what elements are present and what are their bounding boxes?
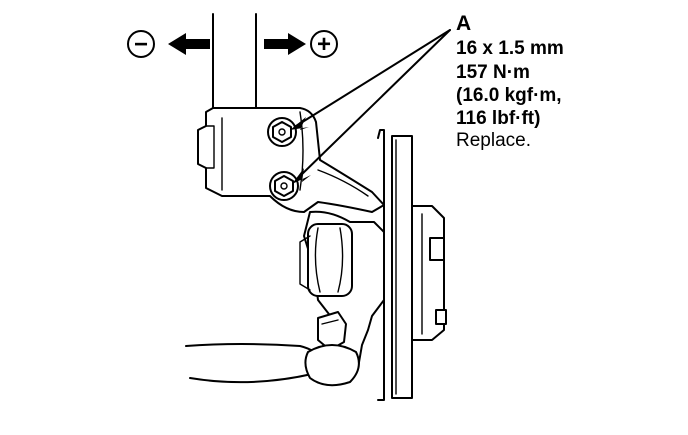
- bolt-lower: [269, 171, 299, 201]
- brake-disc: [377, 129, 447, 401]
- torque-nm: 157 N·m: [456, 62, 530, 83]
- ball-joint-boot: [304, 344, 360, 387]
- right-arrow-icon: [264, 33, 306, 55]
- bolt-upper: [267, 117, 297, 147]
- replace-note: Replace.: [456, 130, 531, 151]
- callout-leader-lines: [290, 29, 451, 184]
- strut-tube: [212, 13, 257, 109]
- callout-a: A 16 x 1.5 mm 157 N·m (16.0 kgf·m, 116 l…: [456, 12, 564, 151]
- disc-rotor: [391, 135, 413, 399]
- strut-bracket: [197, 107, 385, 213]
- circle-minus-icon: [127, 30, 155, 58]
- circle-plus-icon: [310, 30, 338, 58]
- lower-arm: [185, 311, 360, 387]
- torque-kgfm: (16.0 kgf·m,: [456, 85, 562, 106]
- callout-label: A: [456, 12, 471, 35]
- ball-joint: [317, 311, 347, 351]
- bolt-size: 16 x 1.5 mm: [456, 38, 564, 59]
- torque-lbfft: 116 lbf·ft): [456, 108, 540, 129]
- minus-sign: −: [134, 31, 148, 58]
- left-arrow-icon: [168, 33, 210, 55]
- minus-direction-indicator: −: [127, 30, 210, 58]
- knuckle-boss: [307, 223, 353, 297]
- plus-sign: +: [317, 31, 331, 58]
- plus-direction-indicator: +: [264, 30, 338, 58]
